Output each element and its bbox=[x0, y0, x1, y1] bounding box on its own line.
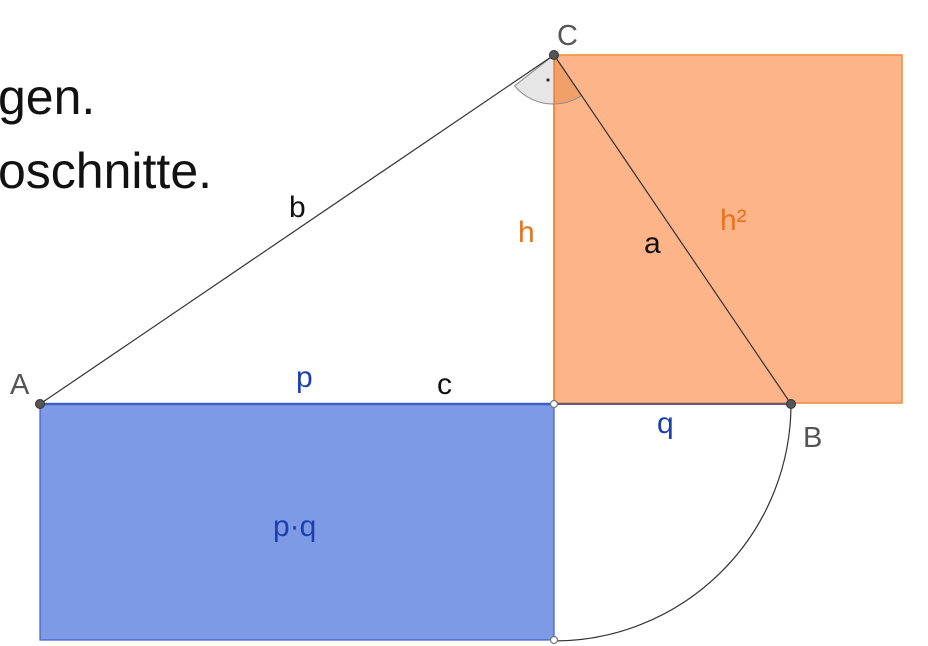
point-a-marker bbox=[35, 399, 45, 409]
label-h: h bbox=[518, 216, 535, 249]
point-b-marker bbox=[786, 399, 796, 409]
point-c-marker bbox=[549, 50, 559, 60]
point-b-label: B bbox=[803, 422, 822, 454]
label-a: a bbox=[644, 227, 661, 260]
label-p-times-q: p·q bbox=[273, 510, 316, 543]
square-h-squared bbox=[553, 54, 903, 404]
slide-text-line-1: gen. bbox=[0, 69, 96, 125]
quarter-arc bbox=[553, 403, 792, 642]
point-c-label: C bbox=[557, 20, 578, 52]
rectangle-p-times-q bbox=[39, 403, 555, 641]
label-b: b bbox=[289, 191, 306, 224]
label-h-squared: h² bbox=[720, 204, 747, 237]
right-angle-dot bbox=[546, 78, 550, 82]
label-q: q bbox=[657, 407, 674, 440]
label-p: p bbox=[296, 361, 313, 394]
label-c: c bbox=[437, 368, 452, 401]
side-b bbox=[39, 54, 555, 405]
arc-end-marker bbox=[549, 635, 559, 645]
point-a-label: A bbox=[10, 369, 30, 401]
side-a bbox=[553, 54, 792, 405]
slide-text-line-2: oschnitte. bbox=[0, 143, 213, 199]
foot-of-altitude-marker bbox=[549, 399, 559, 409]
